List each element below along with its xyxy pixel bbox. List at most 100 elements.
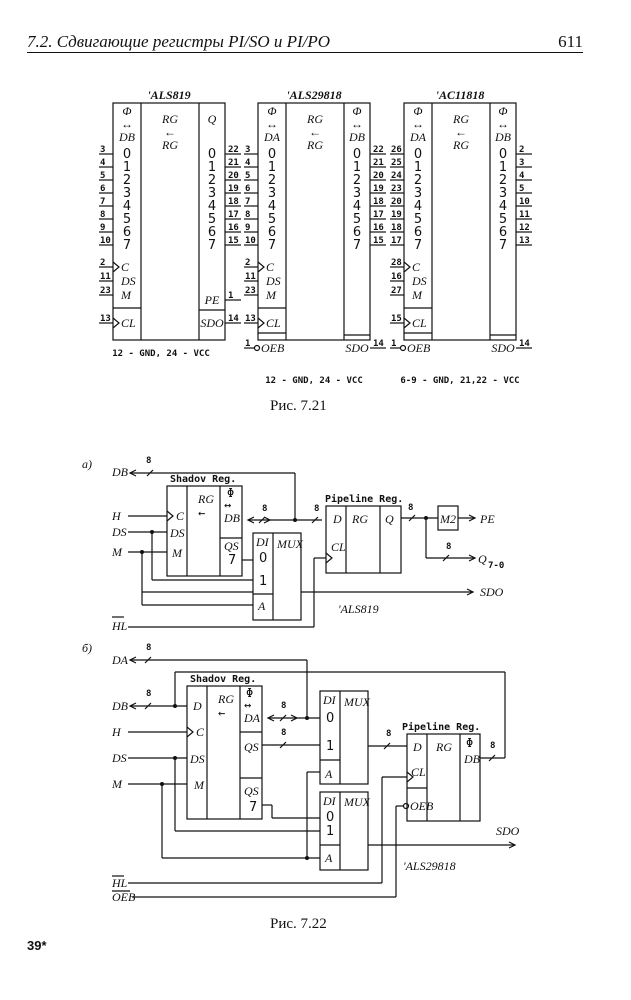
bus-width: 8 [314,504,319,514]
right-pin-number: 17 [228,210,239,220]
left-pin-number: 7 [245,197,250,207]
mux-di: DI [322,794,337,808]
left-bit-label: 1 [123,160,131,175]
left-bit-label: 4 [123,199,131,214]
left-pin-number: 19 [391,210,402,220]
left-bit-label: 0 [268,147,276,162]
clock-triangle-icon [112,317,120,329]
footer-mark: 39* [27,938,47,953]
right-pin-number: 12 [519,223,530,233]
right-pin-number: 15 [228,236,239,246]
chip-body [257,102,371,341]
cl-pin-number: 13 [100,314,111,324]
control-pin-number: 2 [100,258,105,268]
right-header-label: Φ [352,104,361,118]
power-note: 12 - GND, 24 - VCC [112,349,210,359]
left-pin-number: 4 [245,158,251,168]
bus-width: 8 [146,456,151,466]
right-extra-label: PE [204,293,220,307]
mux-0: 0 [259,551,267,566]
left-pin-number: 10 [245,236,256,246]
pipe-q: Q [385,512,394,526]
left-header-label: Φ [122,104,131,118]
right-bit-label: 0 [499,147,507,162]
left-bit-label: 3 [268,186,276,201]
right-header-label: DB [494,130,512,144]
shadow-c: C [176,509,185,523]
mux-label: MUX [343,795,371,809]
left-bit-label: 4 [414,199,422,214]
input-ds-label-b: DS [111,751,127,765]
clock-triangle-icon [403,261,411,273]
right-pin-number: 22 [373,145,384,155]
right-pin-number: 18 [228,197,239,207]
left-bit-label: 3 [123,186,131,201]
right-extra-label: SDO [200,316,224,330]
left-header-label: Φ [413,104,422,118]
center-label: RG [161,112,178,126]
input-hl-label-b: HL [111,876,128,890]
mux-1: 1 [326,824,334,839]
right-bit-label: 4 [499,199,507,214]
left-bit-label: 1 [414,160,422,175]
input-da-label: DA [111,653,129,667]
right-extra-label: SDO [491,341,515,355]
right-pin-number: 19 [228,184,239,194]
left-pin-number: 17 [391,236,402,246]
right-bit-label: 7 [499,238,507,253]
bus-slash [144,656,152,664]
left-bit-label: 1 [268,160,276,175]
right-pin-number: 13 [519,236,530,246]
shadow-phi-b: Φ [246,686,253,700]
oeb-pin-number: 1 [391,339,396,349]
left-bit-label: 6 [414,225,422,240]
control-pin-number: 23 [100,286,111,296]
bus-width: 8 [490,741,495,751]
arrow-right-icon [466,588,475,596]
clock-triangle-icon [406,771,414,783]
left-pin-number: 26 [391,145,402,155]
center-label: ← [309,125,321,139]
shadow-qs: QS [224,539,239,553]
left-bit-label: 0 [414,147,422,162]
shadow-arrow-b: ← [218,706,225,720]
pipe-d: D [332,512,342,526]
shadow-reg-title-b: Shadov Reg. [190,674,256,685]
left-pin-number: 18 [391,223,402,233]
left-header-label: DA [409,130,427,144]
chip-label-a: 'ALS819 [338,602,379,616]
bus-width: 8 [408,503,413,513]
bus-slash [383,742,391,750]
shadow-m-b: M [193,778,205,792]
left-bit-label: 5 [268,212,276,227]
arrow-right-icon [263,516,272,524]
shadow-register [166,485,243,577]
right-pin-number: 3 [519,158,524,168]
pipe-d-b: D [412,740,422,754]
right-pin-number: 4 [519,171,525,181]
center-label: RG [452,112,469,126]
inversion-bubble-icon [399,344,407,352]
arrow-right-icon [468,554,477,562]
left-pin-number: 5 [100,171,105,181]
right-bit-label: 5 [499,212,507,227]
left-pin-number: 8 [245,210,250,220]
right-pin-number: 20 [228,171,239,181]
right-bit-label: 3 [208,186,216,201]
right-pin-number: 19 [373,184,384,194]
input-h-label-b: H [111,725,122,739]
bus-slash [146,469,154,477]
left-pin-number: 9 [245,223,250,233]
left-bit-label: 4 [268,199,276,214]
right-bit-label: 5 [208,212,216,227]
output-pe: PE [479,512,495,526]
chip-label-b: 'ALS29818 [403,859,456,873]
mux-di: DI [322,693,337,707]
cl-label: CL [266,316,281,330]
pipe-cl: CL [331,540,346,554]
input-hl-label: HL [111,619,128,633]
shadow-qs-b: QS [244,740,259,754]
figure-7-21-caption: Рис. 7.21 [270,398,327,414]
control-label: DS [120,274,136,288]
